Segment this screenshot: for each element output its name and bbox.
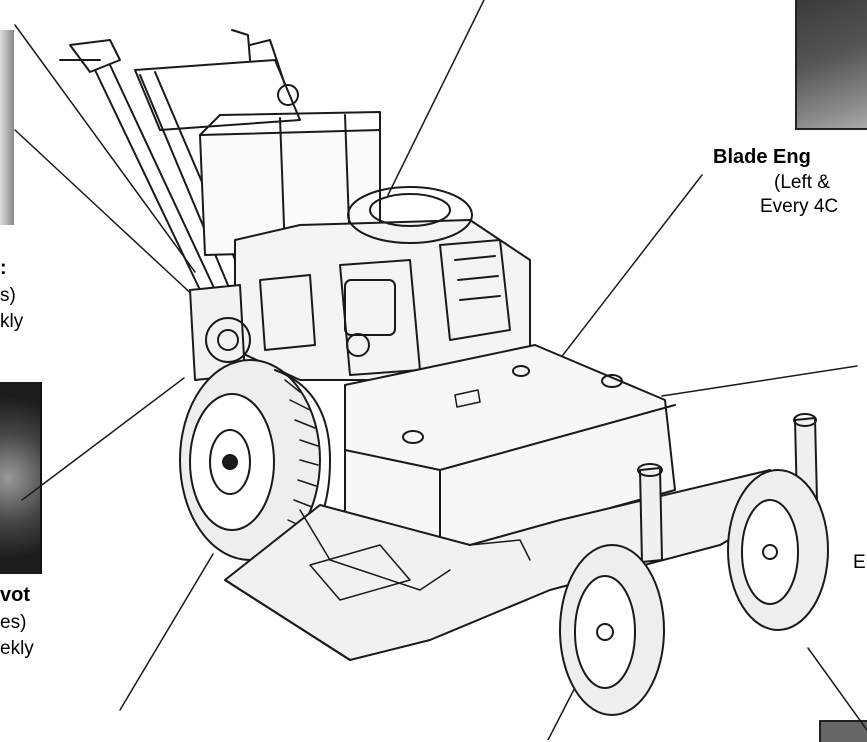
pivot-line2: es) xyxy=(0,612,27,633)
right-caster-wheel xyxy=(727,413,829,631)
front-caster-wheel xyxy=(559,463,665,716)
blade-engagement-subtitle: (Left & xyxy=(774,172,830,193)
left-top-photo xyxy=(0,30,14,225)
blade-engagement-title: Blade Eng xyxy=(713,146,811,168)
pivot-title: vot xyxy=(0,584,30,606)
pivot-line3: ekly xyxy=(0,638,34,659)
right-edge-fragment: E xyxy=(853,552,866,573)
bottom-right-photo xyxy=(819,720,867,742)
left-top-line2: s) xyxy=(0,285,16,306)
pivot-photo xyxy=(0,382,42,574)
blade-engagement-photo xyxy=(795,0,867,130)
frame-plate xyxy=(189,284,251,381)
left-top-title-fragment: : xyxy=(0,257,7,279)
left-top-line3: kly xyxy=(0,311,24,332)
blade-engagement-interval: Every 4C xyxy=(760,196,839,217)
drive-wheel xyxy=(179,359,331,561)
